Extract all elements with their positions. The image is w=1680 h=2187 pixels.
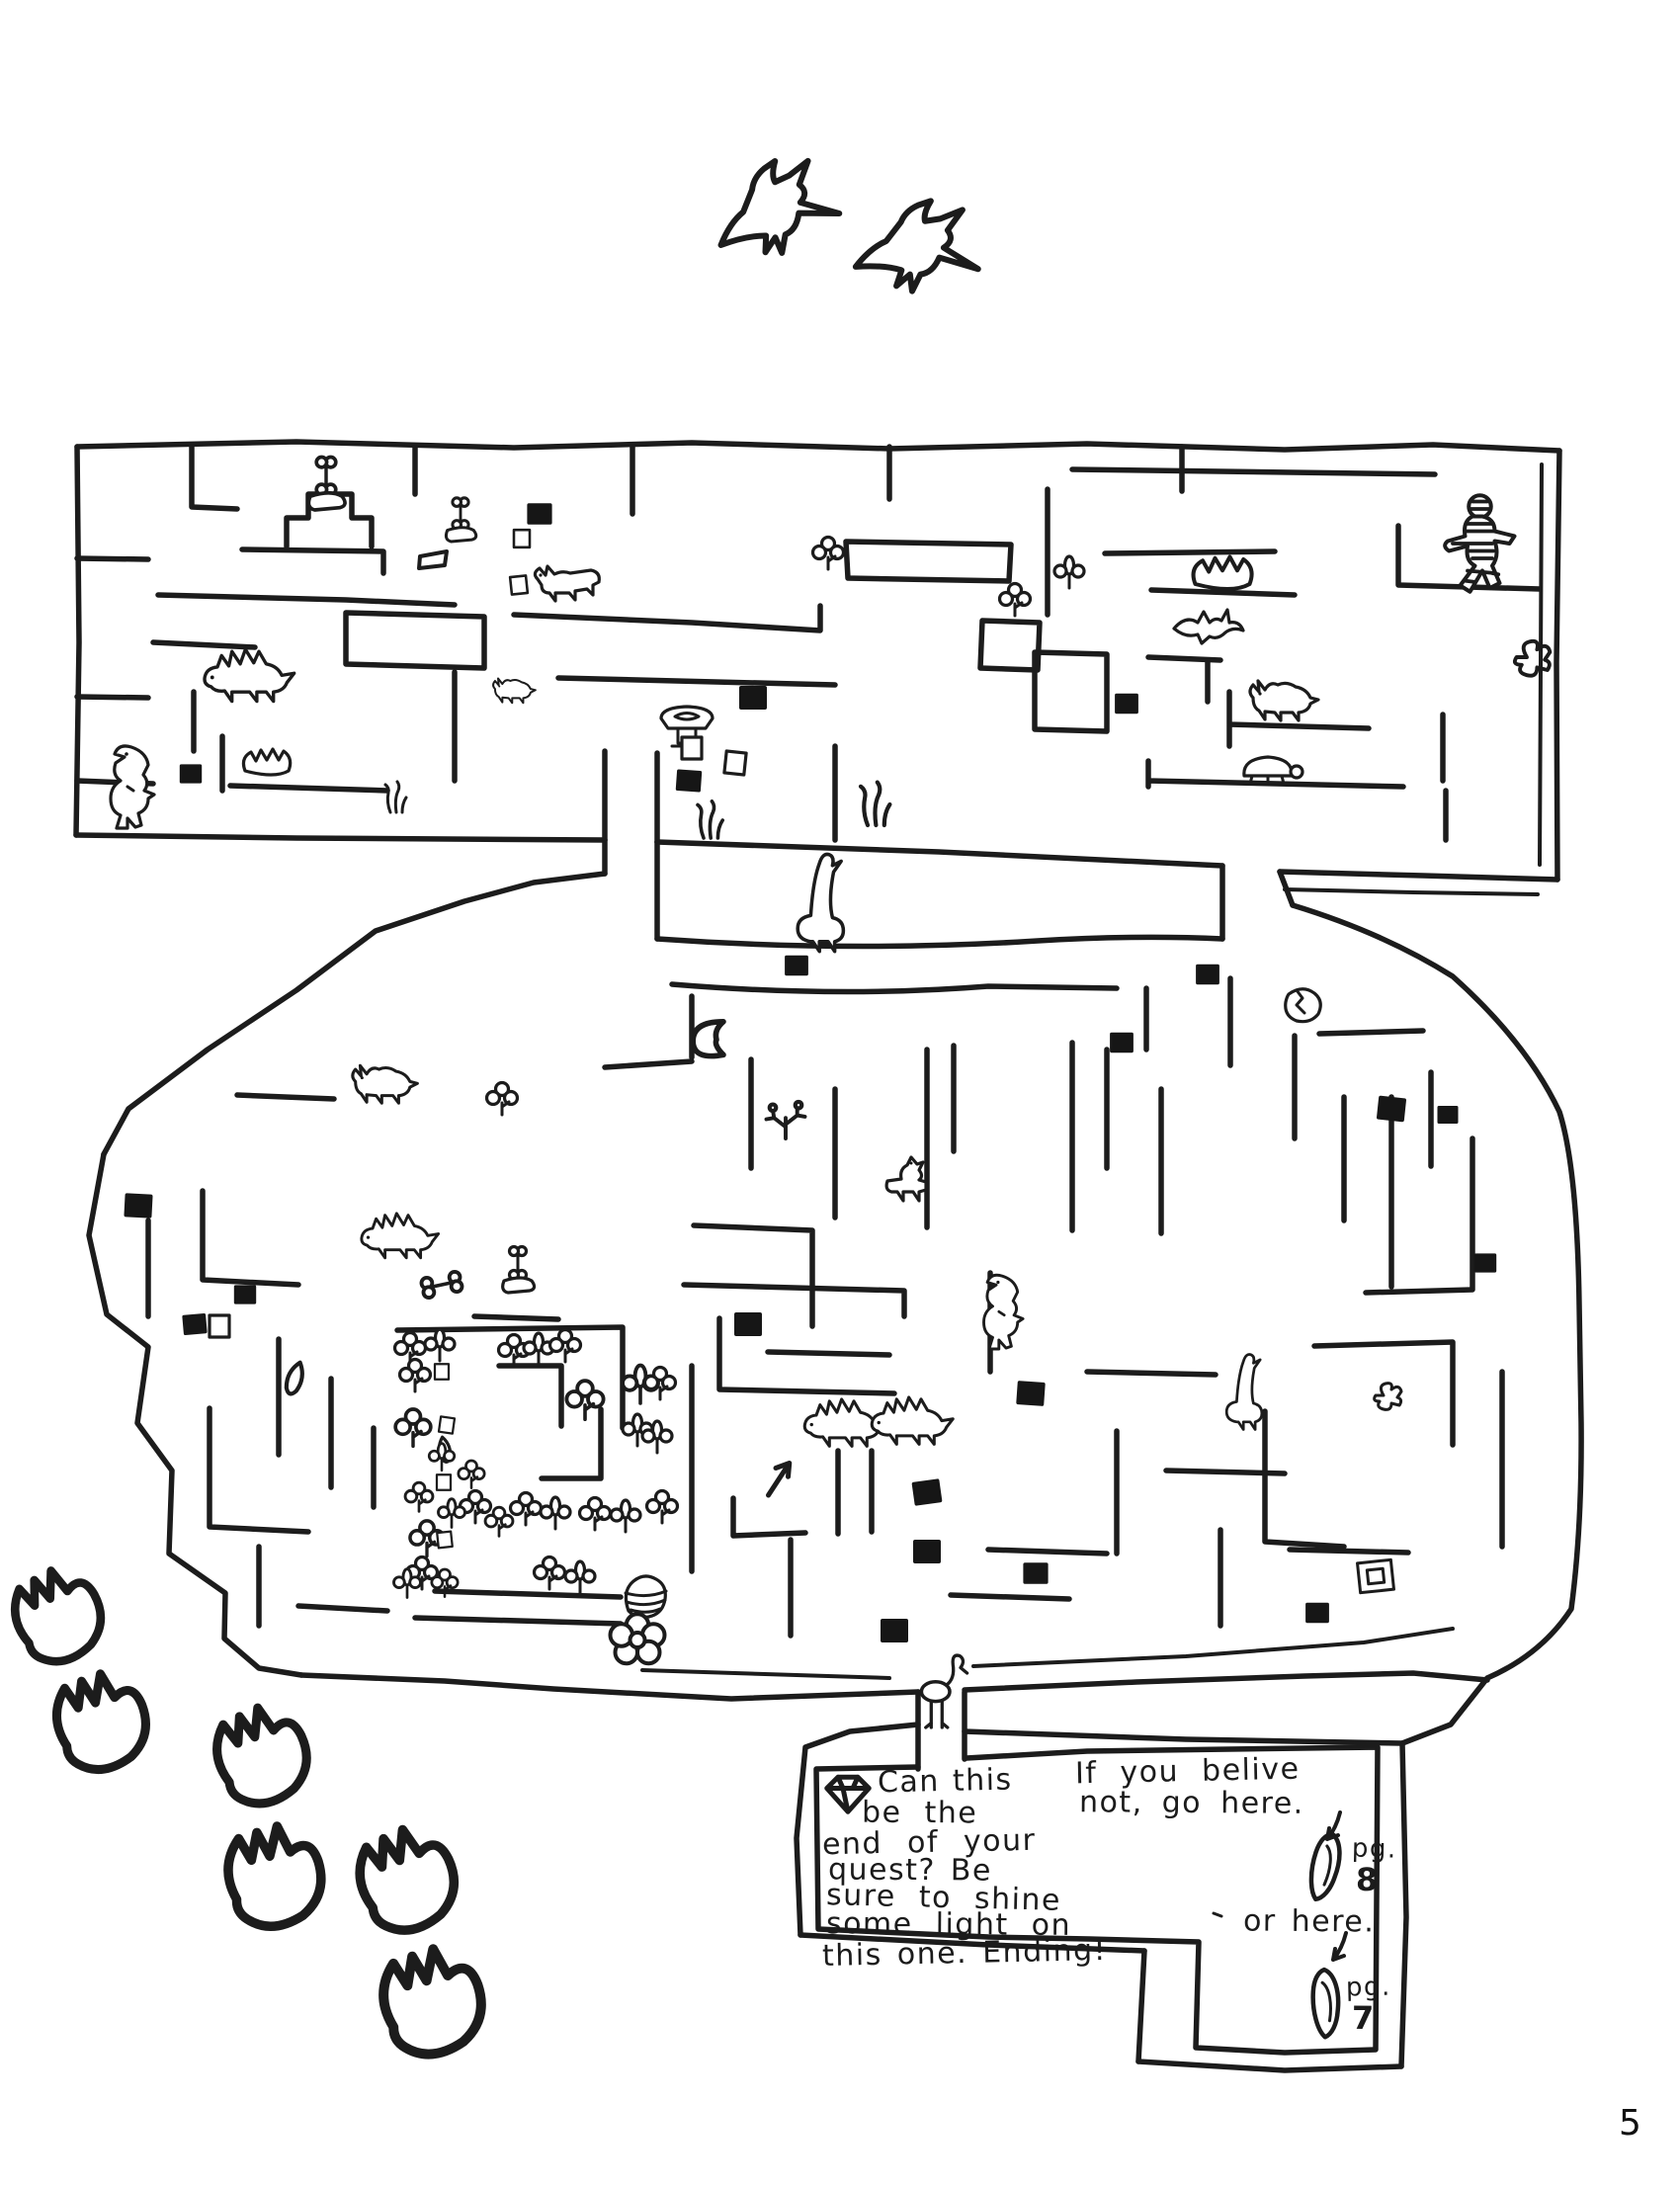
or-here-text: or here. xyxy=(1242,1903,1376,1940)
ending-note-line: this one. Ending! xyxy=(821,1932,1108,1975)
page7-label[interactable]: pg. xyxy=(1345,1972,1392,2003)
bone-statue-icon xyxy=(308,458,475,542)
lower-maze xyxy=(86,837,1584,1702)
horse-dino-icon xyxy=(884,1155,928,1203)
page8-label[interactable]: pg. xyxy=(1351,1833,1398,1865)
bone-icon xyxy=(418,1268,465,1302)
antler-plant-icon xyxy=(767,1102,805,1138)
grass-icon xyxy=(383,782,889,840)
page7-number[interactable]: 7 xyxy=(1351,1998,1376,2038)
redirect-note-line: If you belive xyxy=(1074,1751,1301,1792)
dog-dino-icon xyxy=(533,564,601,603)
ending-note-line: Can this xyxy=(877,1762,1013,1801)
footprint-icon xyxy=(5,1560,487,2061)
running-man-icon xyxy=(1443,493,1517,594)
c-shape-icon xyxy=(693,1022,723,1056)
cracked-egg-icon xyxy=(1284,987,1322,1024)
bat-pterosaur-icon xyxy=(1172,608,1245,645)
small-dino-icon xyxy=(492,677,537,705)
beehive-icon xyxy=(624,1574,668,1620)
crane-icon xyxy=(919,1653,969,1729)
scribble-bird-icon xyxy=(1373,1382,1403,1411)
pterodactyl-icon xyxy=(711,153,986,299)
flower-icon xyxy=(392,1080,680,1599)
arrow-down-icon xyxy=(1212,1810,1348,1962)
redirect-note-line: not, go here. xyxy=(1078,1785,1304,1821)
upper-maze xyxy=(73,439,1562,896)
arrow-icon xyxy=(769,1464,790,1496)
page8-number[interactable]: 8 xyxy=(1355,1860,1380,1899)
t-rex-icon xyxy=(109,744,156,830)
stegosaurus-icon xyxy=(203,647,296,704)
ending-chamber xyxy=(794,1675,1490,2073)
framed-square-icon xyxy=(1356,1557,1395,1595)
scribble-icon xyxy=(1512,638,1553,678)
turtle-icon xyxy=(1242,755,1304,786)
white-square-icon xyxy=(508,528,748,777)
bone-statue-icon xyxy=(471,1247,561,1322)
page-number: 5 xyxy=(1619,2103,1641,2144)
